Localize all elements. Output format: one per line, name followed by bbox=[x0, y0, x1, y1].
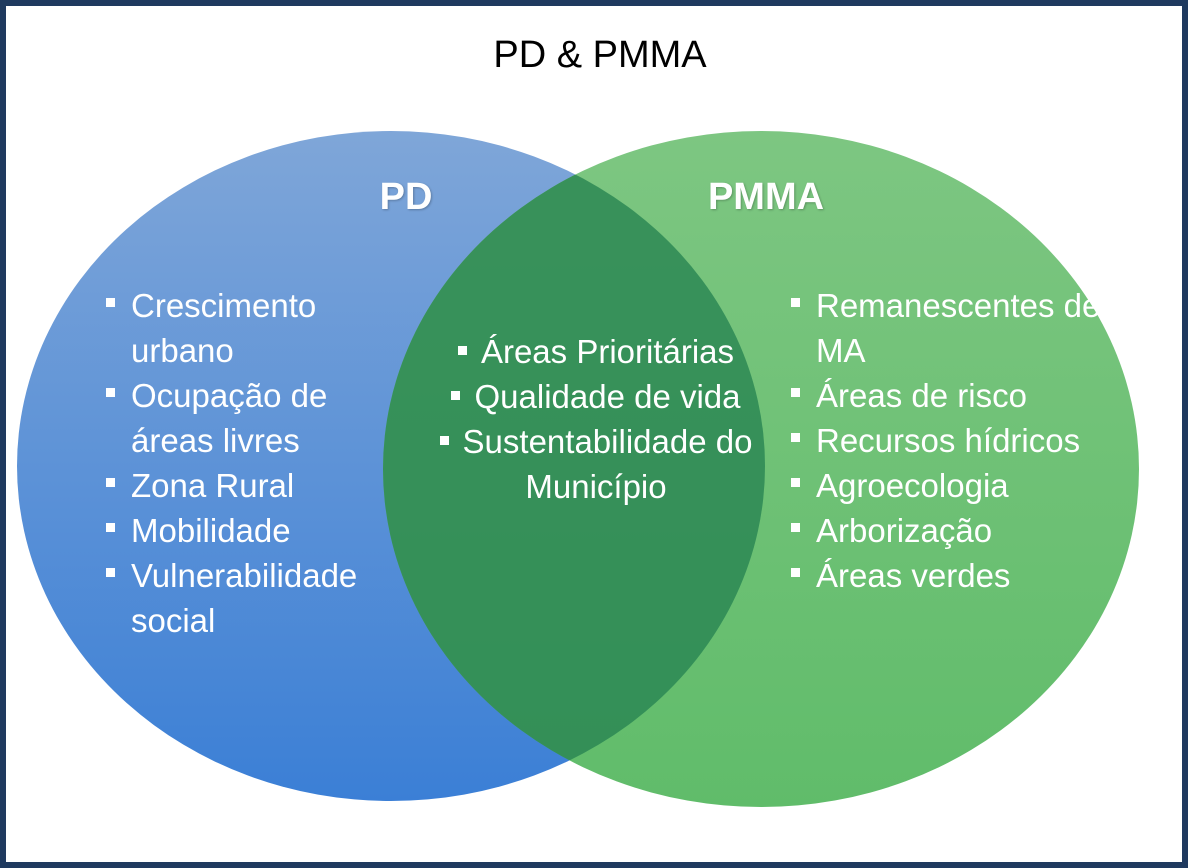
list-item: Agroecologia bbox=[787, 463, 1107, 508]
venn-diagram bbox=[17, 131, 1139, 807]
list-item: Mobilidade bbox=[102, 508, 402, 553]
pmma-list: Remanescentes de MA Áreas de risco Recur… bbox=[787, 283, 1107, 598]
intersection-list: Áreas Prioritárias Qualidade de vida Sus… bbox=[406, 329, 786, 509]
list-item: Qualidade de vida bbox=[406, 374, 786, 419]
list-item: Remanescentes de MA bbox=[787, 283, 1107, 373]
list-item: Áreas de risco bbox=[787, 373, 1107, 418]
pd-list: Crescimento urbano Ocupação de áreas liv… bbox=[102, 283, 402, 643]
pd-label: PD bbox=[379, 176, 433, 218]
list-item: Zona Rural bbox=[102, 463, 402, 508]
list-item: Crescimento urbano bbox=[102, 283, 402, 373]
overlap-region bbox=[383, 131, 765, 801]
list-item: Ocupação de áreas livres bbox=[102, 373, 402, 463]
list-item: Arborização bbox=[787, 508, 1107, 553]
list-item: Sustentabilidade do Município bbox=[406, 419, 786, 509]
list-item: Áreas Prioritárias bbox=[406, 329, 786, 374]
diagram-title: PD & PMMA bbox=[493, 34, 707, 76]
list-item: Áreas verdes bbox=[787, 553, 1107, 598]
list-item: Vulnerabilidade social bbox=[102, 553, 402, 643]
list-item: Recursos hídricos bbox=[787, 418, 1107, 463]
pmma-label: PMMA bbox=[707, 176, 825, 218]
